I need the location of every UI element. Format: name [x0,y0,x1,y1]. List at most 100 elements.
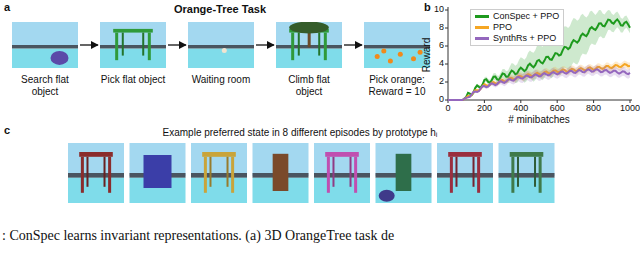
stage-thumbnail [276,22,342,68]
y-tick-label: 10 [434,4,444,14]
reward-curve [448,69,630,100]
table-leg [517,157,519,187]
figure-title: Orange-Tree Task [0,3,440,15]
prototype-thumbnail [68,143,124,203]
table-leg [291,33,294,61]
reward-curve [448,64,630,100]
table-leg [209,157,211,187]
prototype-thumbnail [314,143,370,203]
x-axis [448,100,632,101]
orange-fruit [388,59,393,64]
prototype-thumbnail [253,143,309,203]
table-top [202,152,236,157]
floor [100,49,166,68]
sky [188,22,254,47]
tick [445,82,448,83]
sky [191,143,247,176]
table-leg [511,157,514,193]
table-top [79,152,113,157]
table-leg [86,157,88,187]
axis-title: Reward [421,38,432,72]
tick [630,100,631,103]
x-tick-label: 1000 [620,103,640,113]
tree-canopy [289,22,329,34]
sky [276,22,342,47]
stage-thumbnail [188,22,254,68]
panel-title: Example preferred state in 8 different e… [40,127,560,138]
orange-fruit [411,56,416,61]
horizon [191,173,247,178]
sky [437,143,493,176]
flow-arrow [80,44,98,45]
tick [445,10,448,11]
table-top [448,152,482,157]
task-stage: Waiting room [188,22,254,86]
table-leg [104,157,106,187]
table-leg [534,157,536,187]
horizon [364,45,430,49]
stage-caption: Pick orange: Reward = 10 [364,74,430,97]
stage-caption: Search flat object [12,74,78,97]
floor [12,49,78,68]
legend-swatch [475,37,489,40]
floor [276,49,342,68]
table-leg [539,157,542,193]
y-tick-label: 6 [439,40,444,50]
table-top [113,29,153,33]
floor [314,178,370,203]
stage-caption: Pick flat object [100,74,166,86]
floor [499,178,555,203]
flat-cube [144,155,172,188]
legend-swatch [475,26,489,29]
prototype-thumbnail [191,143,247,203]
table-leg [298,33,300,56]
axis-title: # minibatches [489,114,589,125]
table-leg [204,157,207,193]
task-stage: Search flat object [12,22,78,97]
floor [188,49,254,68]
x-tick-label: 600 [550,103,565,113]
task-stage: Pick flat object [100,22,166,86]
sky [12,22,78,47]
y-axis [448,7,449,100]
table-top [510,152,544,157]
stage-thumbnail [12,22,78,68]
orange-fruit [398,52,403,57]
error-band [448,65,630,100]
sky [364,22,430,47]
table-leg [477,157,480,193]
y-tick-label: 0 [439,94,444,104]
horizon [437,173,493,178]
floor [68,178,124,203]
error-band [448,10,630,100]
stage-thumbnail [100,22,166,68]
table-leg [81,157,84,193]
agent-ball [379,190,395,202]
panel-letter: a [4,1,10,13]
prototype-thumbnail [130,143,186,203]
legend-text: PPO [493,22,512,32]
legend-swatch [475,15,489,18]
tick [445,64,448,65]
task-stage: Pick orange: Reward = 10 [364,22,430,97]
stage-caption: Waiting room [188,74,254,86]
floor [437,178,493,203]
horizon [188,45,254,49]
marker-dot [222,48,227,53]
tick [557,100,558,103]
tick [445,46,448,47]
x-tick-label: 400 [513,103,528,113]
horizon [68,173,124,178]
flat-block [273,154,289,191]
table-leg [142,33,144,56]
sky [100,22,166,47]
table-leg [318,33,320,56]
table-leg [231,157,234,193]
table-leg [350,157,352,187]
flow-arrow [344,44,362,45]
orange-fruit [375,54,380,59]
horizon [12,45,78,49]
floor [364,49,430,68]
tick [445,28,448,29]
